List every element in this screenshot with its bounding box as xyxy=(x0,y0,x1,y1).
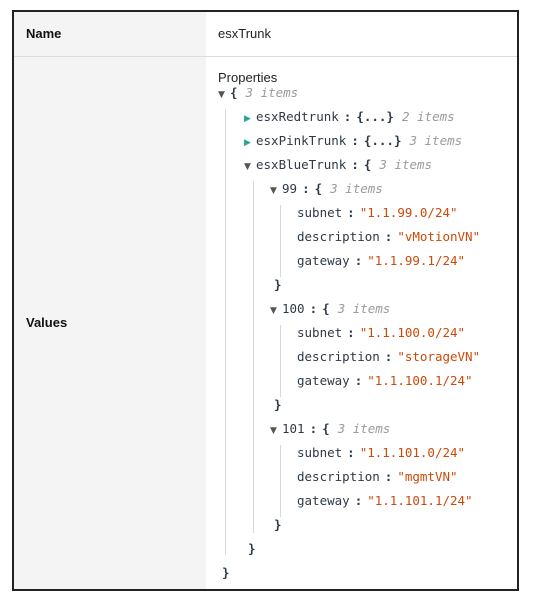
tree-field-subnet: subnet:"1.1.99.0/24" xyxy=(297,205,458,220)
tree-field-subnet: subnet:"1.1.100.0/24" xyxy=(297,325,466,340)
tree-node-99[interactable]: ▼99:{3 items xyxy=(270,181,383,196)
tree-close-99: } xyxy=(274,277,282,292)
triangle-down-icon[interactable]: ▼ xyxy=(270,306,277,316)
tree-node-esxpinktrunk[interactable]: ▶esxPinkTrunk:{...}3 items xyxy=(244,133,463,148)
properties-table: Name esxTrunk Values Properties ▼{3 item… xyxy=(12,10,519,591)
tree-guide-100 xyxy=(280,325,281,397)
triangle-right-icon[interactable]: ▶ xyxy=(244,138,251,148)
tree-field-gateway: gateway:"1.1.99.1/24" xyxy=(297,253,466,268)
triangle-right-icon[interactable]: ▶ xyxy=(244,114,251,124)
properties-label: Properties xyxy=(218,70,278,85)
triangle-down-icon[interactable]: ▼ xyxy=(270,186,277,196)
triangle-down-icon[interactable]: ▼ xyxy=(218,90,225,100)
tree-close-esxbluetrunk: } xyxy=(248,541,256,556)
values-label: Values xyxy=(26,315,68,330)
tree-guide-101 xyxy=(280,445,281,517)
tree-guide-blue xyxy=(253,181,254,533)
tree-field-description: description:"mgmtVN" xyxy=(297,469,458,484)
tree-guide-root xyxy=(225,109,226,555)
tree-guide-99 xyxy=(280,205,281,277)
tree-node-100[interactable]: ▼100:{3 items xyxy=(270,301,391,316)
tree-close-root: } xyxy=(222,565,230,580)
tree-node-esxbluetrunk[interactable]: ▼esxBlueTrunk:{3 items xyxy=(244,157,433,172)
tree-field-description: description:"storageVN" xyxy=(297,349,481,364)
values-label-cell: Values xyxy=(14,57,206,589)
name-label-cell: Name xyxy=(14,12,206,56)
triangle-down-icon[interactable]: ▼ xyxy=(244,162,251,172)
tree-field-gateway: gateway:"1.1.101.1/24" xyxy=(297,493,473,508)
tree-close-100: } xyxy=(274,397,282,412)
name-row: Name esxTrunk xyxy=(14,12,517,57)
values-cell: Properties ▼{3 items ▶esxRedtrunk:{...}2… xyxy=(206,57,517,589)
tree-field-description: description:"vMotionVN" xyxy=(297,229,481,244)
tree-node-101[interactable]: ▼101:{3 items xyxy=(270,421,391,436)
triangle-down-icon[interactable]: ▼ xyxy=(270,426,277,436)
name-value-cell: esxTrunk xyxy=(206,12,517,56)
tree-field-gateway: gateway:"1.1.100.1/24" xyxy=(297,373,473,388)
tree-field-subnet: subnet:"1.1.101.0/24" xyxy=(297,445,466,460)
tree-close-101: } xyxy=(274,517,282,532)
tree-root[interactable]: ▼{3 items xyxy=(218,85,299,100)
name-label: Name xyxy=(26,26,62,41)
name-value: esxTrunk xyxy=(218,26,271,41)
tree-node-esxredtrunk[interactable]: ▶esxRedtrunk:{...}2 items xyxy=(244,109,455,124)
